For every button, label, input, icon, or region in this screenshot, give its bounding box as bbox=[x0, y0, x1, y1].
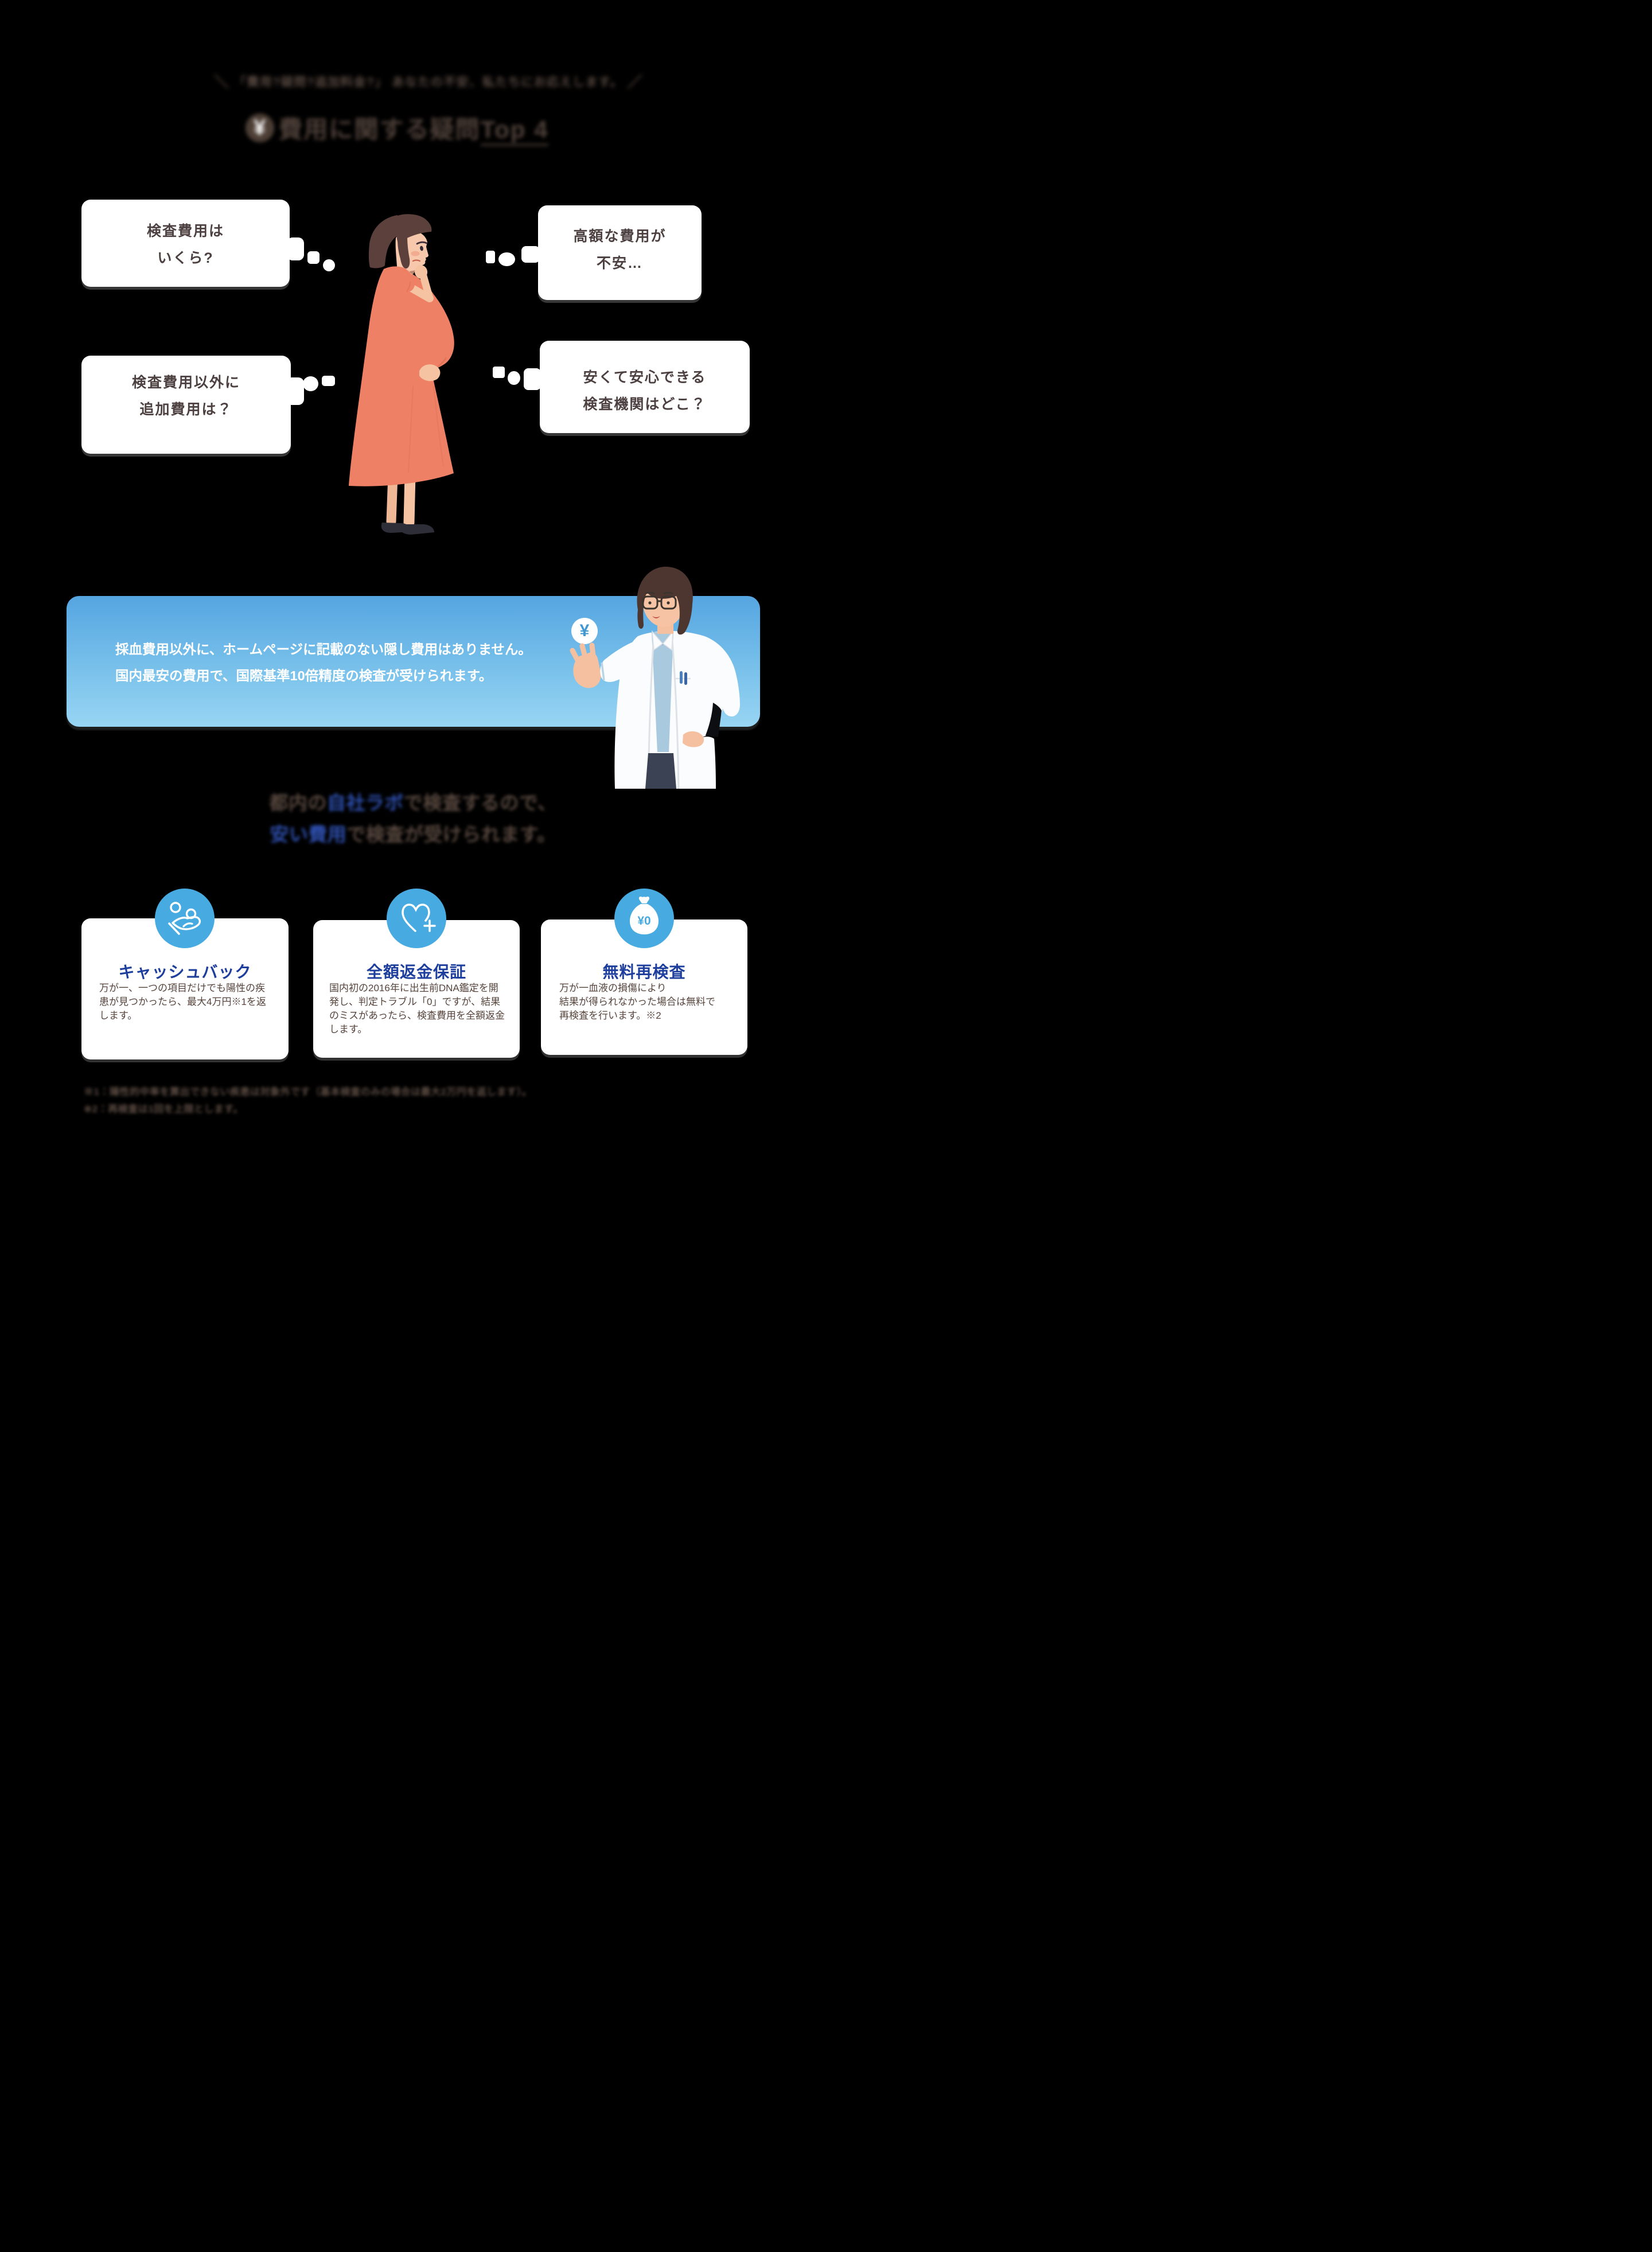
svg-text:¥0: ¥0 bbox=[637, 914, 650, 928]
